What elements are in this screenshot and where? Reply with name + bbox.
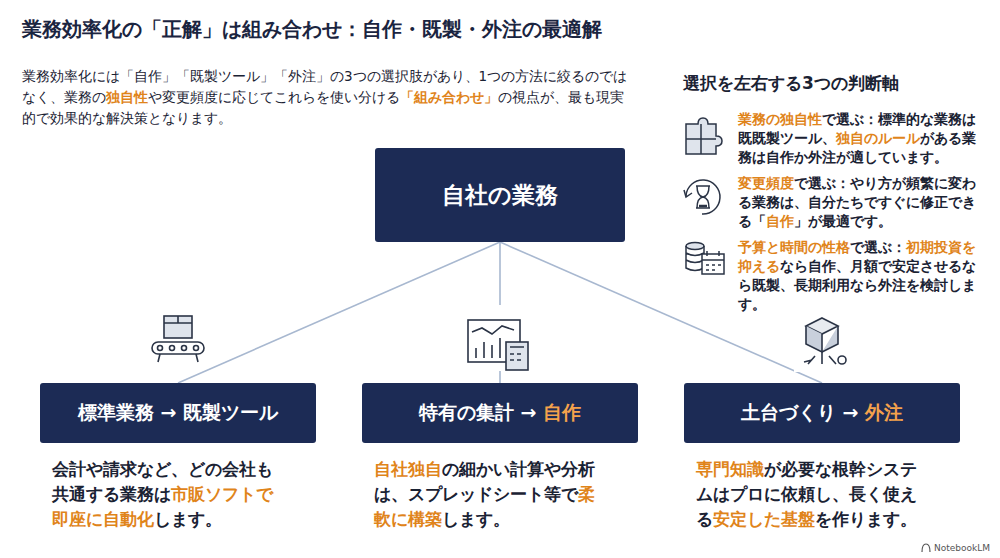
highlight: 安定した基盤 <box>713 509 815 529</box>
title: 業務効率化の「正解」は組み合わせ：自作・既製・外注の最適解 <box>22 16 602 43</box>
panel-heading: 選択を左右する3つの判断軸 <box>683 72 983 95</box>
box-heading: 土台づくり → 外注 <box>741 400 903 426</box>
highlight: 外注 <box>865 401 903 423</box>
box-description: 専門知識が必要な根幹システムはプロに依頼し、長く使える安定した基盤を作ります。 <box>696 457 928 532</box>
highlight: 予算と時間の性格 <box>738 239 850 255</box>
highlight: 独自のルール <box>836 130 920 146</box>
box-description: 会計や請求など、どの会社も共通する業務は市販ソフトで即座に自動化します。 <box>52 457 284 532</box>
connector-line <box>178 242 500 383</box>
foundation-icon <box>794 310 852 372</box>
watermark-logo <box>922 544 930 552</box>
highlight: 独自性 <box>106 89 148 105</box>
box-heading: 特有の集計 → 自作 <box>419 400 581 426</box>
criterion-text: 変更頻度で選ぶ：やり方が頻繁に変わる業務は、自分たちですぐに修正できる「自作」が… <box>738 174 988 231</box>
puzzle-icon <box>686 118 722 154</box>
highlight: 自作 <box>543 401 581 423</box>
highlight: 自社独自 <box>374 459 442 479</box>
criterion-text: 業務の独自性で選ぶ：標準的な業務は既既製ツール、独自のルールがある業務は自作か外… <box>738 110 988 167</box>
budget-icon <box>686 243 724 275</box>
highlight: 変更頻度 <box>738 175 794 191</box>
chart-icon <box>462 305 538 371</box>
watermark: NotebookLM <box>934 543 990 553</box>
highlight: 専門知識 <box>696 459 764 479</box>
highlight: 市販ソフトで即座に自動化 <box>52 484 273 529</box>
conveyor-icon <box>146 300 210 364</box>
highlight: 業務の独自性 <box>738 111 822 127</box>
highlight: 自作 <box>766 213 794 229</box>
strategy-box: 標準業務 → 既製ツール会計や請求など、どの会社も共通する業務は市販ソフトで即座… <box>40 383 316 443</box>
criterion-text: 予算と時間の性格で選ぶ：初期投資を抑えるなら自作、月額で安定させるなら既製、長期… <box>738 238 988 314</box>
strategy-box: 特有の集計 → 自作自社独自の細かい計算や分析は、スプレッドシート等で柔軟に構築… <box>362 383 638 443</box>
highlight: 「組み合わせ」 <box>400 89 498 105</box>
hourglass-icon <box>684 180 720 214</box>
strategy-box: 土台づくり → 外注専門知識が必要な根幹システムはプロに依頼し、長く使える安定し… <box>684 383 960 443</box>
box-heading: 標準業務 → 既製ツール <box>78 400 278 426</box>
highlight: 柔軟に構築 <box>374 484 595 529</box>
intro-text: 業務効率化には「自作」「既製ツール」「外注」の3つの選択肢があり、1つの方法に絞… <box>22 66 634 129</box>
box-heading: 自社の業務 <box>442 180 558 211</box>
box-description: 自社独自の細かい計算や分析は、スプレッドシート等で柔軟に構築します。 <box>374 457 606 532</box>
root-box: 自社の業務 <box>375 148 625 242</box>
